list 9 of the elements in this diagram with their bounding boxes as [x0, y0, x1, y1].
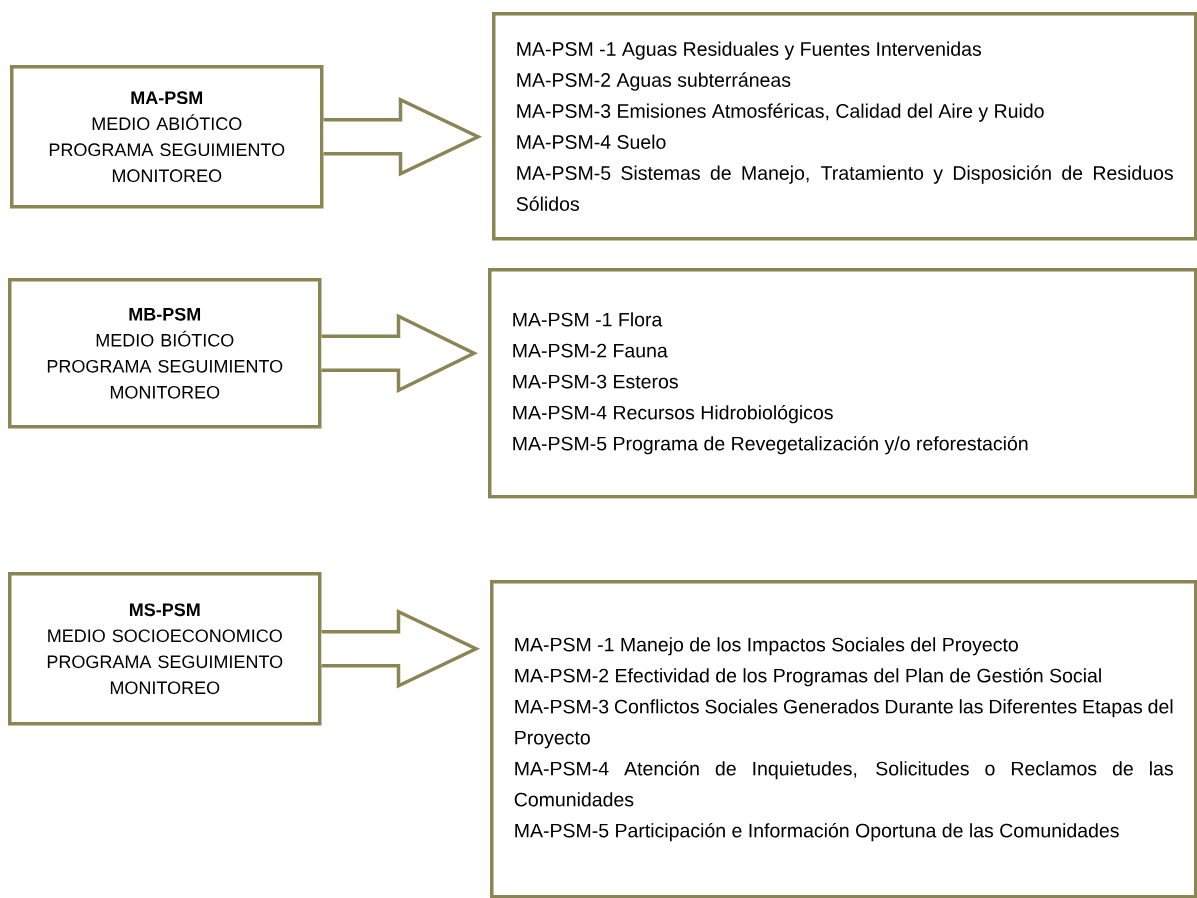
- list-box: MA-PSM -1 Manejo de los Impactos Sociales del Proyecto MA-PSM-2 Efectividad de los Programas del Plan de Gestión Social MA-PSM-3 Conflictos Sociales Generados Durante las Diferentes Etapas del Proyecto MA-PSM-4 Atención de Inquietudes, Solicitudes o Reclamos de las Comunidades MA-PSM-5 Participación e Información Oportuna de las Comunidades: [490, 580, 1197, 898]
- list-box: MA-PSM -1 Flora MA-PSM-2 Fauna MA-PSM-3 Esteros MA-PSM-4 Recursos Hidrobiológicos MA-PSM-5 Programa de Revegetalización y/o reforestación: [488, 268, 1197, 499]
- block-arrow: [319, 609, 481, 689]
- block-arrow: [319, 313, 478, 394]
- label-box: MA-PSM MEDIO ABIÓTICO PROGRAMA SEGUIMIENTO MONITOREO: [10, 65, 324, 209]
- block-arrow: [321, 96, 483, 177]
- label-box: MS-PSM MEDIO SOCIOECONOMICO PROGRAMA SEGUIMIENTO MONITOREO: [8, 572, 322, 726]
- label-box: MB-PSM MEDIO BIÓTICO PROGRAMA SEGUIMIENTO MONITOREO: [8, 278, 322, 429]
- list-box: MA-PSM -1 Aguas Residuales y Fuentes Intervenidas MA-PSM-2 Aguas subterráneas MA-PSM-3 Emisiones Atmosféricas, Calidad del Aire y Ruido MA-PSM-4 Suelo MA-PSM-5 Sistemas de Manejo, Tratamiento y Disposición de Residuos Sólidos: [492, 12, 1197, 241]
